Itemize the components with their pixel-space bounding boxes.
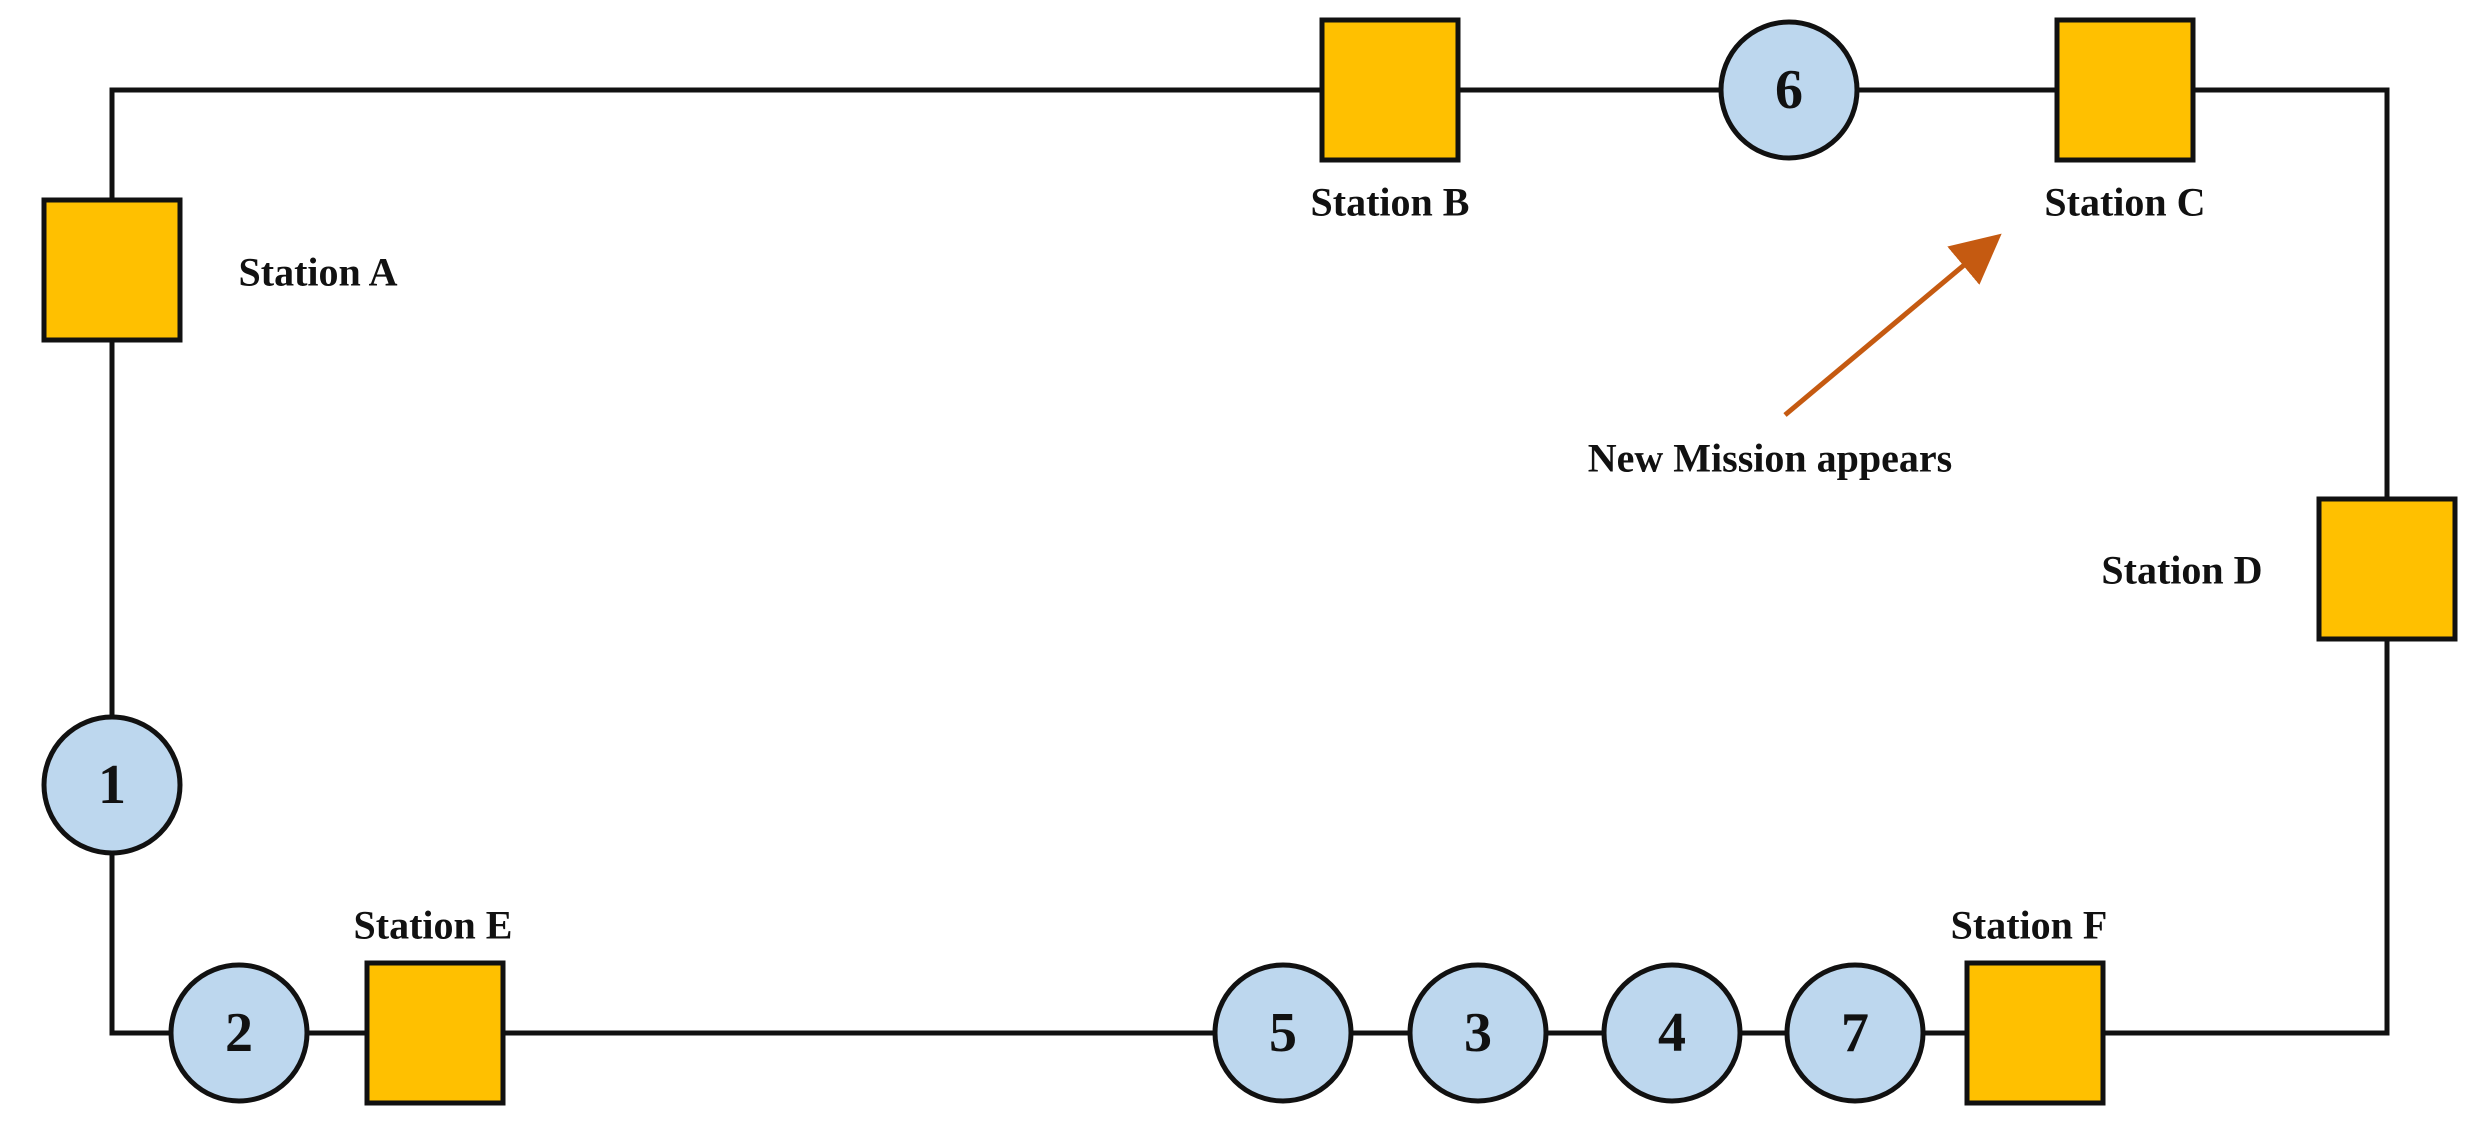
vehicle-3-label: 3	[1464, 1002, 1492, 1064]
station-e-label: Station E	[354, 903, 513, 948]
annotation-arrow	[1783, 233, 2002, 417]
station-c-label: Station C	[2044, 180, 2205, 225]
vehicle-4-label: 4	[1658, 1002, 1686, 1064]
vehicle-6: 6	[1718, 19, 1860, 161]
vehicle-4-circle	[1601, 962, 1743, 1104]
station-e-box	[364, 960, 506, 1106]
station-d-label: Station D	[2101, 548, 2262, 593]
vehicle-3: 3	[1407, 962, 1549, 1104]
vehicle-1: 1	[41, 714, 183, 856]
station-a-label: Station A	[239, 250, 398, 295]
vehicle-6-label: 6	[1775, 59, 1803, 121]
track-loop	[109, 87, 2390, 1036]
vehicle-5-circle	[1212, 962, 1354, 1104]
vehicle-2: 2	[168, 962, 310, 1104]
vehicle-7: 7	[1784, 962, 1926, 1104]
station-f-label: Station F	[1951, 903, 2108, 948]
vehicle-2-label: 2	[225, 1002, 253, 1064]
station-d-box	[2316, 496, 2458, 642]
station-b-box	[1319, 17, 1461, 163]
vehicle-5-label: 5	[1269, 1002, 1297, 1064]
station-b-label: Station B	[1311, 180, 1470, 225]
vehicle-6-circle	[1718, 19, 1860, 161]
vehicle-7-label: 7	[1841, 1002, 1869, 1064]
vehicle-7-circle	[1784, 962, 1926, 1104]
station-f-box	[1964, 960, 2106, 1106]
station-c-box	[2054, 17, 2196, 163]
vehicle-4: 4	[1601, 962, 1743, 1104]
vehicle-3-circle	[1407, 962, 1549, 1104]
vehicle-1-circle	[41, 714, 183, 856]
station-a-box	[41, 197, 183, 343]
annotation-text: New Mission appears	[1588, 436, 1952, 481]
vehicle-1-label: 1	[98, 754, 126, 816]
vehicle-5: 5	[1212, 962, 1354, 1104]
vehicle-2-circle	[168, 962, 310, 1104]
